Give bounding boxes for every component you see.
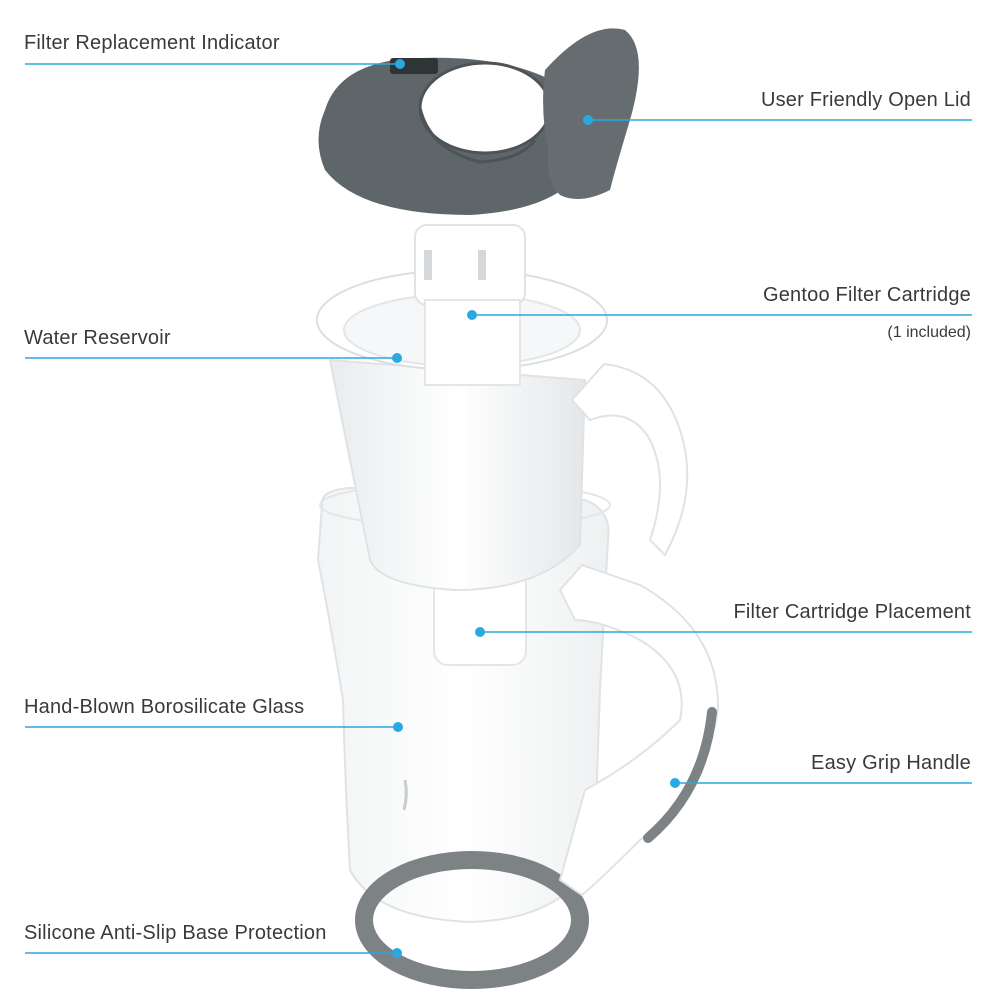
callout-dot-base — [392, 948, 402, 958]
callout-dot-placement — [475, 627, 485, 637]
callout-dot-glass — [393, 722, 403, 732]
label-easy-grip-handle: Easy Grip Handle — [811, 752, 971, 774]
water-reservoir-body — [328, 358, 587, 592]
label-gentoo-filter-cartridge: Gentoo Filter Cartridge — [762, 284, 971, 306]
callout-dot-cartridge — [467, 310, 477, 320]
glass-handle — [558, 563, 720, 897]
callout-dot-handle — [670, 778, 680, 788]
callout-dot-indicator — [395, 59, 405, 69]
silicone-base-ring — [355, 851, 589, 989]
label-filter-replacement-indicator: Filter Replacement Indicator — [24, 32, 280, 54]
callout-dots — [392, 59, 680, 958]
callout-lines — [25, 63, 972, 954]
flip-lid — [543, 28, 639, 199]
label-water-reservoir: Water Reservoir — [24, 327, 171, 349]
label-filter-cartridge-placement: Filter Cartridge Placement — [733, 601, 971, 623]
glass-carafe — [316, 486, 610, 924]
callout-dot-lid — [583, 115, 593, 125]
callout-dot-reservoir — [392, 353, 402, 363]
label-hand-blown-glass: Hand-Blown Borosilicate Glass — [24, 696, 305, 718]
reservoir-handle — [570, 362, 689, 557]
label-silicone-base: Silicone Anti-Slip Base Protection — [24, 922, 327, 944]
label-user-friendly-open-lid: User Friendly Open Lid — [760, 89, 971, 111]
label-cartridge-note: (1 included) — [887, 324, 971, 341]
pitcher-lid — [318, 57, 590, 216]
